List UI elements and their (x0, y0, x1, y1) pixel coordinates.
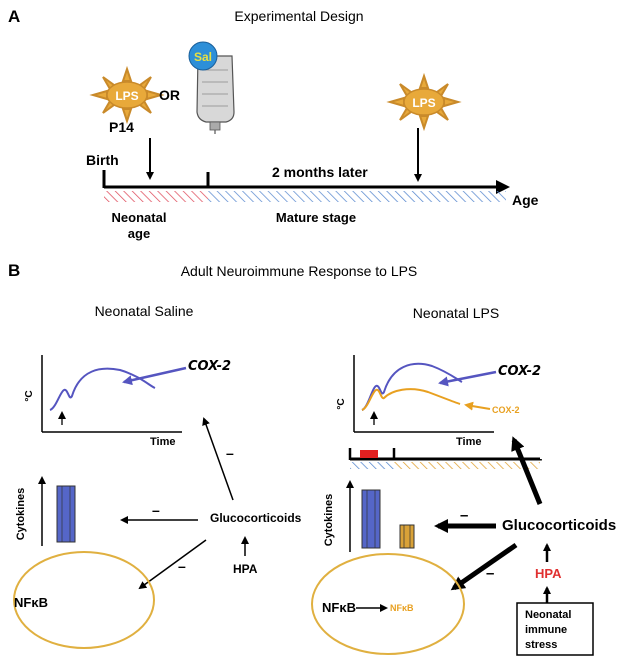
right-glucocorticoids-label: Glucocorticoids (502, 517, 616, 534)
neonatal-age-label-2: age (128, 226, 150, 241)
left-cox2-label: COX-2 (188, 359, 231, 374)
birth-label: Birth (86, 152, 119, 168)
right-cox2-orange-label: COX-2 (492, 405, 520, 415)
left-fever-curve (49, 367, 156, 411)
left-cytokines-label: Cytokines (15, 488, 27, 541)
left-minus-1: – (226, 445, 234, 461)
right-hpa-label: HPA (535, 566, 562, 581)
left-hpa-label: HPA (233, 562, 258, 576)
right-gc-to-nfkb-arrow (450, 542, 518, 591)
lps-sun-icon-right: LPS (386, 72, 462, 132)
left-gc-to-cox2-arrow (202, 417, 234, 501)
lps-label-right: LPS (412, 96, 435, 110)
lps-label-left: LPS (115, 89, 138, 103)
left-nfkb-label: NFκB (14, 595, 48, 610)
p14-label: P14 (109, 119, 134, 135)
neonatal-immune-stress-box: Neonatal immune stress (516, 602, 594, 656)
left-glucocorticoids-label: Glucocorticoids (210, 511, 302, 525)
stress-line-3: stress (525, 639, 557, 651)
left-temp-plot: °C Time (24, 355, 182, 448)
mature-stage-label: Mature stage (276, 210, 356, 225)
left-x-label: Time (150, 436, 175, 448)
or-label: OR (159, 87, 180, 103)
right-x-label: Time (456, 436, 481, 448)
right-nfkb-orange-label: NFκB (390, 603, 414, 613)
stress-line-1: Neonatal (525, 609, 571, 621)
right-cytokine-bar-orange (399, 524, 415, 549)
right-cox2-orange-arrow (464, 401, 491, 411)
panel-a-title: Experimental Design (234, 8, 363, 24)
panel-b-letter: B (8, 261, 20, 280)
sal-label: Sal (194, 50, 212, 64)
right-minus-3: – (486, 565, 494, 582)
left-nfkb-ellipse (13, 551, 155, 649)
right-temp-plot: °C Time (336, 355, 494, 448)
left-y-label: °C (24, 390, 35, 401)
left-subtitle: Neonatal Saline (95, 303, 194, 319)
saline-bag-icon: Sal (188, 41, 235, 134)
right-nfkb-ellipse (311, 553, 465, 655)
right-minus-2: – (460, 507, 468, 524)
right-gc-to-cox2-arrow (511, 436, 543, 505)
neonatal-hatch-bar (104, 191, 208, 202)
mature-hatch-bar (208, 191, 506, 202)
neonatal-age-label: Neonatal (112, 210, 167, 225)
left-minus-3: – (178, 558, 186, 574)
right-cytokines-label: Cytokines (323, 494, 335, 547)
right-fever-curve-orange (361, 388, 461, 411)
left-cytokine-bar (56, 485, 76, 543)
panel-b-title: Adult Neuroimmune Response to LPS (181, 263, 418, 279)
right-cox2-blue-label: COX-2 (498, 364, 541, 379)
panel-a-letter: A (8, 7, 20, 26)
two-months-label: 2 months later (272, 164, 368, 180)
right-nfkb-label: NFκB (322, 600, 356, 615)
lps-sun-icon: LPS (89, 65, 165, 125)
right-cox2-blue-arrow (438, 370, 497, 387)
left-cox2-arrow (122, 366, 187, 386)
age-label: Age (512, 192, 539, 208)
right-y-label: °C (336, 398, 347, 409)
right-fever-curve-blue (361, 362, 463, 411)
right-mini-timeline (348, 448, 540, 469)
right-minus-1: – (534, 451, 542, 468)
right-cytokine-bar-blue (361, 489, 381, 549)
right-subtitle: Neonatal LPS (413, 305, 499, 321)
left-minus-2: – (152, 502, 160, 518)
left-gc-to-nfkb-arrow (138, 539, 207, 590)
stress-line-2: immune (525, 624, 567, 636)
